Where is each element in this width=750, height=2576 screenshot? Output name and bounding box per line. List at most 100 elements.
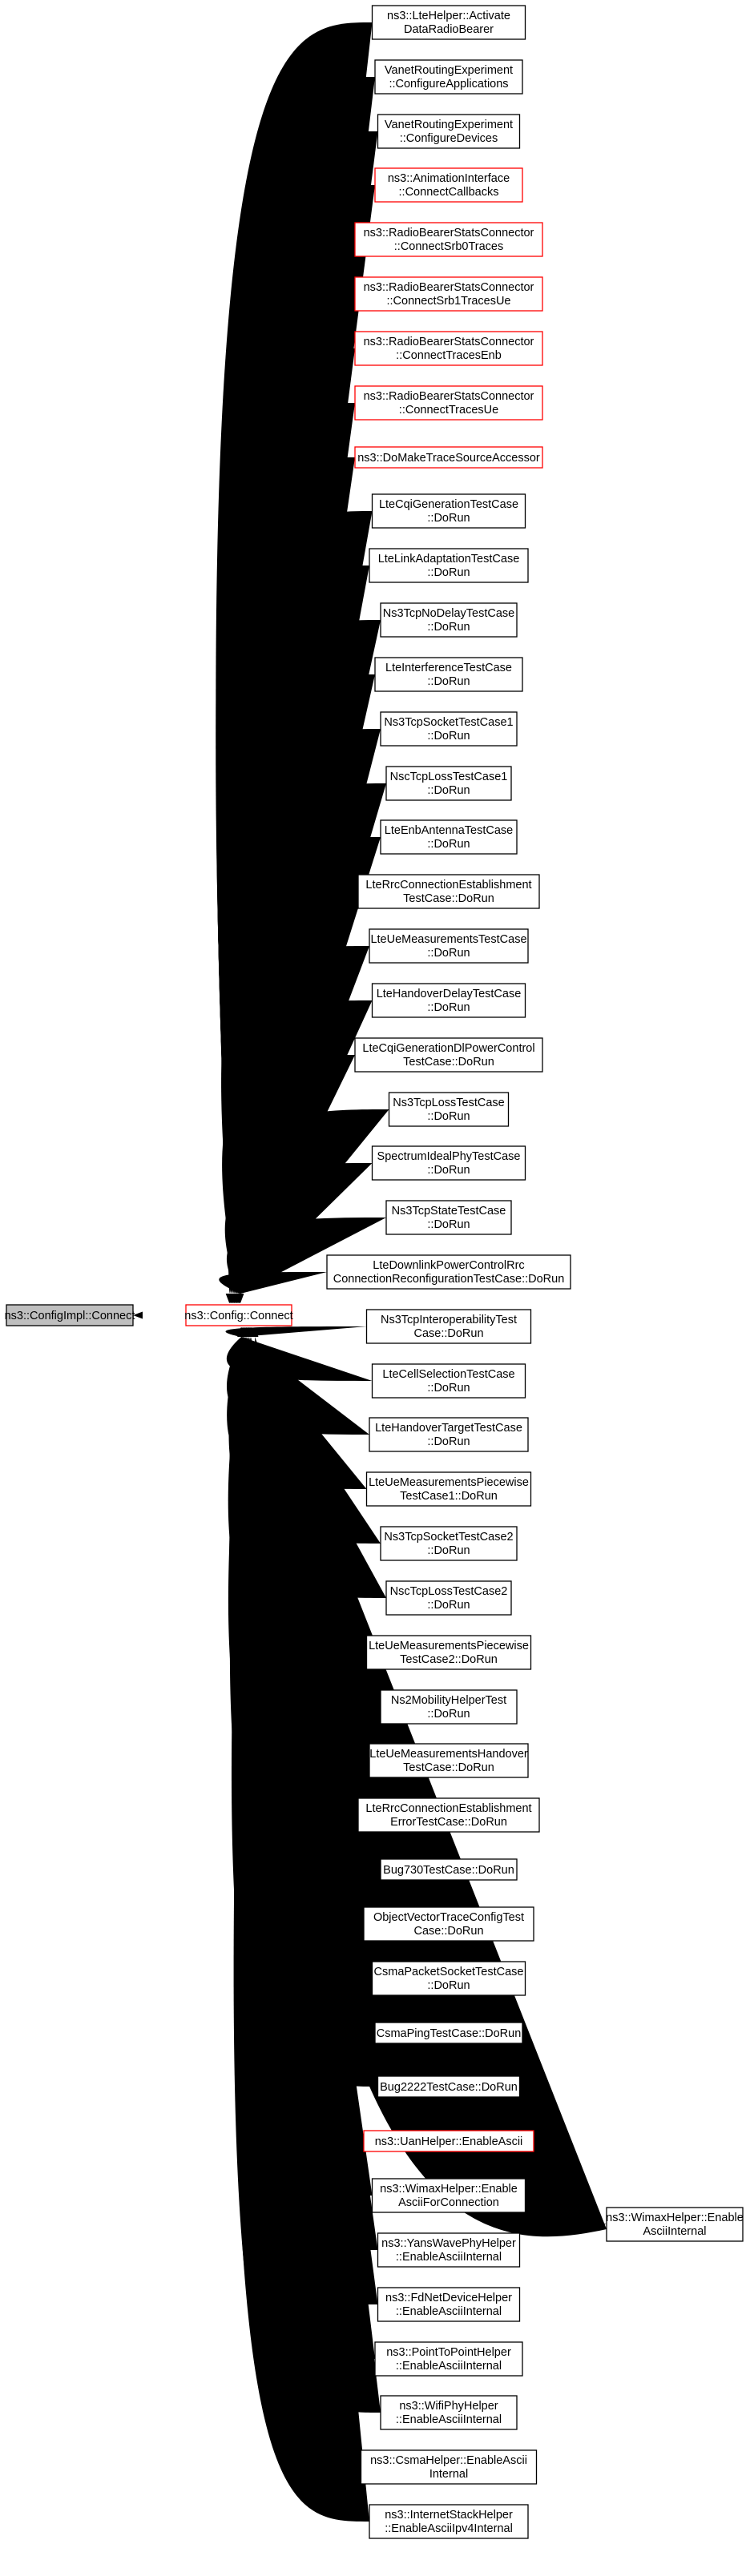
caller-node[interactable]: LteRrcConnectionEstablishmentTestCase::D… xyxy=(357,874,540,909)
caller-node[interactable]: ns3::AnimationInterface::ConnectCallback… xyxy=(374,167,523,203)
caller-node[interactable]: LteHandoverDelayTestCase::DoRun xyxy=(371,983,526,1018)
node-wimax-enable-ascii-internal[interactable]: ns3::WimaxHelper::EnableAsciiInternal xyxy=(606,2207,744,2242)
caller-node[interactable]: LteEnbAntennaTestCase::DoRun xyxy=(380,819,518,855)
caller-node[interactable]: ns3::RadioBearerStatsConnector::ConnectS… xyxy=(354,276,543,312)
caller-node-box xyxy=(374,2022,523,2044)
caller-node-label-line: TestCase2::DoRun xyxy=(400,1653,498,1666)
node-wimax-enable-ascii-internal-label-line: ns3::WimaxHelper::Enable xyxy=(606,2212,744,2224)
caller-node-label-line: Case::DoRun xyxy=(413,1327,483,1340)
caller-node[interactable]: ns3::YansWavePhyHelper::EnableAsciiInter… xyxy=(377,2232,521,2268)
caller-node-label-line: ns3::FdNetDeviceHelper xyxy=(385,2292,512,2304)
caller-node-label-line: ns3::InternetStackHelper xyxy=(385,2509,513,2522)
caller-node-box xyxy=(354,331,543,366)
caller-node-label-line: LteCqiGenerationTestCase xyxy=(379,498,518,511)
caller-node[interactable]: Bug2222TestCase::DoRun xyxy=(377,2075,521,2098)
caller-node[interactable]: LteHandoverTargetTestCase::DoRun xyxy=(369,1417,529,1452)
arrowhead-hub xyxy=(236,1294,244,1303)
caller-node-label-line: ::EnableAsciiIpv4Internal xyxy=(385,2522,513,2535)
caller-node-label-line: LteHandoverTargetTestCase xyxy=(375,1422,522,1435)
caller-node-label-line: ::DoRun xyxy=(427,1979,470,1992)
caller-node-label-line: ::EnableAsciiInternal xyxy=(396,2360,502,2373)
node-config-connect[interactable]: ns3::Config::Connect xyxy=(184,1304,293,1326)
caller-node[interactable]: LteCqiGenerationTestCase::DoRun xyxy=(371,493,526,529)
caller-node[interactable]: Ns3TcpStateTestCase::DoRun xyxy=(385,1200,512,1235)
caller-node-box xyxy=(371,2178,526,2213)
caller-node[interactable]: LteLinkAdaptationTestCase::DoRun xyxy=(369,548,529,583)
caller-node[interactable]: SpectrumIdealPhyTestCase::DoRun xyxy=(371,1145,526,1181)
caller-node-label-line: ns3::RadioBearerStatsConnector xyxy=(364,281,534,294)
caller-node-box xyxy=(371,1363,526,1399)
caller-node-box xyxy=(374,59,523,95)
caller-node[interactable]: ns3::FdNetDeviceHelper::EnableAsciiInter… xyxy=(377,2287,521,2322)
caller-node-label-line: DataRadioBearer xyxy=(404,23,494,36)
caller-node[interactable]: ns3::RadioBearerStatsConnector::ConnectT… xyxy=(354,385,543,421)
caller-node[interactable]: ns3::PointToPointHelper::EnableAsciiInte… xyxy=(374,2341,523,2377)
caller-node[interactable]: LteCqiGenerationDlPowerControlTestCase::… xyxy=(354,1037,543,1073)
caller-node-label-line: LteEnbAntennaTestCase xyxy=(385,824,513,837)
caller-node-box xyxy=(365,1471,532,1507)
caller-node[interactable]: NscTcpLossTestCase2::DoRun xyxy=(385,1580,512,1616)
caller-node[interactable]: ns3::RadioBearerStatsConnector::ConnectS… xyxy=(354,222,543,257)
caller-node[interactable]: VanetRoutingExperiment::ConfigureApplica… xyxy=(374,59,523,95)
caller-node-label-line: ::ConnectCallbacks xyxy=(399,186,499,199)
caller-node[interactable]: LteUeMeasurementsPiecewiseTestCase2::DoR… xyxy=(365,1635,532,1670)
node-configimpl-connect[interactable]: ns3::ConfigImpl::Connect xyxy=(5,1304,135,1326)
caller-node[interactable]: ns3::CsmaHelper::EnableAsciiInternal xyxy=(360,2449,538,2485)
caller-node[interactable]: Ns3TcpLossTestCase::DoRun xyxy=(388,1092,510,1127)
caller-node-box xyxy=(354,276,543,312)
caller-node-box xyxy=(371,493,526,529)
caller-node[interactable]: ns3::UanHelper::EnableAscii xyxy=(363,2130,534,2152)
caller-node[interactable]: ns3::InternetStackHelper::EnableAsciiIpv… xyxy=(369,2504,529,2539)
node-configimpl-connect-label-line: ns3::ConfigImpl::Connect xyxy=(5,1310,135,1322)
caller-node[interactable]: CsmaPingTestCase::DoRun xyxy=(374,2022,523,2044)
caller-node-label-line: ::DoRun xyxy=(427,566,470,579)
caller-node-box xyxy=(365,1309,532,1344)
caller-node-label-line: ::ConfigureApplications xyxy=(389,78,508,91)
caller-node-label-line: LteCellSelectionTestCase xyxy=(382,1368,514,1381)
caller-node-box xyxy=(369,1417,529,1452)
caller-node-label-line: ::ConfigureDevices xyxy=(400,132,498,145)
caller-node-label-line: ns3::UanHelper::EnableAscii xyxy=(375,2135,523,2148)
caller-node[interactable]: ns3::WimaxHelper::EnableAsciiForConnecti… xyxy=(371,2178,526,2213)
caller-node[interactable]: LteUeMeasurementsTestCase::DoRun xyxy=(369,928,529,964)
caller-node-label-line: ::DoRun xyxy=(427,1164,470,1177)
caller-node[interactable]: Ns3TcpSocketTestCase2::DoRun xyxy=(380,1526,518,1561)
caller-node[interactable]: LteInterferenceTestCase::DoRun xyxy=(374,657,523,692)
caller-node[interactable]: ns3::WifiPhyHelper::EnableAsciiInternal xyxy=(380,2395,518,2430)
caller-node-box xyxy=(369,1743,529,1778)
caller-node-box xyxy=(385,1200,512,1235)
caller-node[interactable]: VanetRoutingExperiment::ConfigureDevices xyxy=(377,114,521,149)
caller-node[interactable]: Bug730TestCase::DoRun xyxy=(380,1858,518,1881)
node-configimpl-connect-box xyxy=(6,1304,134,1326)
caller-node-box xyxy=(380,711,518,747)
caller-node-label-line: VanetRoutingExperiment xyxy=(385,119,513,131)
caller-node-label-line: LteCqiGenerationDlPowerControl xyxy=(362,1042,534,1055)
caller-node[interactable]: ns3::RadioBearerStatsConnector::ConnectT… xyxy=(354,331,543,366)
caller-node[interactable]: NscTcpLossTestCase1::DoRun xyxy=(385,766,512,801)
caller-node-box xyxy=(380,1526,518,1561)
caller-node[interactable]: LteCellSelectionTestCase::DoRun xyxy=(371,1363,526,1399)
caller-node-label-line: TestCase::DoRun xyxy=(403,892,494,905)
caller-node-label-line: ::DoRun xyxy=(427,947,470,960)
caller-node[interactable]: LteUeMeasurementsPiecewiseTestCase1::DoR… xyxy=(365,1471,532,1507)
caller-node-label-line: ::DoRun xyxy=(427,1001,470,1014)
caller-node-box xyxy=(377,2232,521,2268)
caller-node-label-line: ::DoRun xyxy=(427,1544,470,1557)
caller-node[interactable]: LteRrcConnectionEstablishmentErrorTestCa… xyxy=(357,1797,540,1833)
caller-node[interactable]: Ns3TcpNoDelayTestCase::DoRun xyxy=(380,602,518,638)
caller-node-label-line: LteHandoverDelayTestCase xyxy=(377,988,522,1000)
caller-node-box xyxy=(380,602,518,638)
caller-node[interactable]: LteDownlinkPowerControlRrcConnectionReco… xyxy=(326,1254,571,1290)
caller-node[interactable]: Ns3TcpSocketTestCase1::DoRun xyxy=(380,711,518,747)
caller-node-label-line: TestCase1::DoRun xyxy=(400,1490,498,1503)
edge-caller-to-hub xyxy=(235,1337,369,2522)
caller-node[interactable]: ns3::DoMakeTraceSourceAccessor xyxy=(354,446,543,469)
caller-node[interactable]: CsmaPacketSocketTestCase::DoRun xyxy=(371,1961,526,1996)
edge-caller-to-hub xyxy=(225,1326,367,1337)
caller-node[interactable]: Ns2MobilityHelperTest::DoRun xyxy=(380,1689,518,1725)
caller-node-label-line: ::EnableAsciiInternal xyxy=(396,2251,502,2264)
